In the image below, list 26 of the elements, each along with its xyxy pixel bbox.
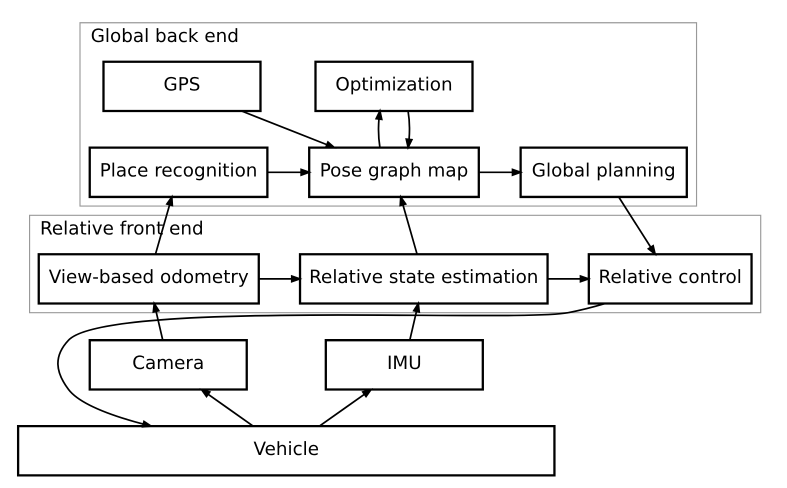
arrow — [398, 194, 418, 254]
arrow — [240, 110, 336, 148]
arrow — [258, 274, 302, 282]
node-box: Global planning — [518, 146, 688, 198]
node-box: Relative state estimation — [298, 252, 548, 304]
arrow — [152, 300, 164, 340]
arrow — [618, 196, 656, 256]
arrow — [267, 168, 312, 176]
node-box: Place recognition — [88, 146, 268, 198]
node-box: View-based odometry — [37, 252, 260, 304]
arrow — [318, 388, 373, 426]
arrow — [408, 300, 420, 340]
arrow — [547, 274, 591, 282]
arrow — [198, 388, 254, 426]
node-box: GPS — [102, 60, 262, 112]
arrow — [56, 302, 605, 428]
arrow — [478, 168, 523, 176]
node-box: Vehicle — [16, 424, 556, 476]
node-box: IMU — [324, 338, 484, 390]
node-box: Pose graph map — [308, 146, 480, 198]
arrow — [404, 110, 413, 150]
arrow — [154, 194, 173, 254]
node-box: Camera — [88, 338, 248, 390]
node-box: Relative control — [587, 252, 752, 304]
node-box: Optimization — [314, 60, 474, 112]
arrow — [374, 108, 382, 148]
